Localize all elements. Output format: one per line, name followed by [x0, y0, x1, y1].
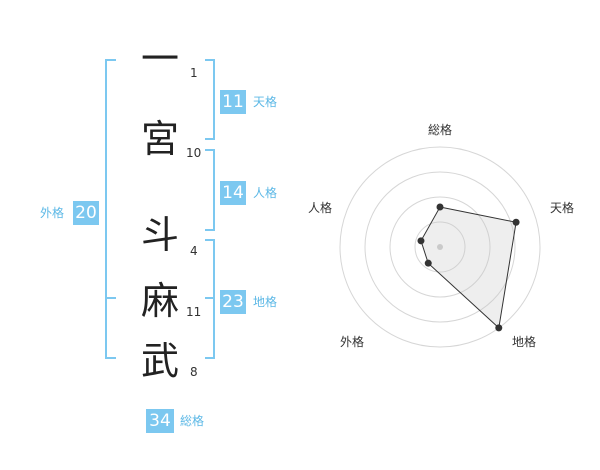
soukaku-value-badge: 34 [146, 409, 174, 433]
stroke-count-2: 10 [186, 146, 202, 160]
chikaku-value-badge: 23 [220, 290, 246, 314]
stroke-count-3: 4 [190, 244, 198, 258]
gaikaku-bracket [105, 59, 116, 359]
soukaku-label: 総格 [180, 414, 205, 428]
gaikaku-value-badge: 20 [73, 201, 99, 225]
radar-ring-1 [414, 221, 466, 273]
radar-label-gaikaku: 外格 [340, 335, 365, 349]
radar-point-4 [424, 259, 432, 267]
name-char-4: 麻 [140, 279, 179, 323]
jinkaku-bracket [205, 149, 215, 231]
stroke-count-5: 8 [190, 365, 198, 379]
name-char-1: 一 [140, 37, 179, 81]
stroke-count-1: 1 [190, 66, 198, 80]
radar-center [437, 244, 443, 250]
radar-ring-4 [339, 146, 541, 348]
radar-label-jinkaku: 人格 [308, 201, 333, 215]
jinkaku-label: 人格 [253, 186, 278, 200]
name-char-2: 宮 [140, 117, 179, 161]
radar-label-tenkaku: 天格 [550, 201, 575, 215]
radar-label-chikaku: 地格 [512, 335, 537, 349]
radar-ring-2 [389, 196, 491, 298]
chikaku-label: 地格 [253, 295, 278, 309]
radar-area [420, 206, 517, 329]
name-char-5: 武 [140, 339, 179, 383]
tenkaku-value-badge: 11 [220, 90, 246, 114]
stroke-count-4: 11 [186, 305, 202, 319]
tenkaku-label: 天格 [253, 95, 278, 109]
tenkaku-bracket [205, 59, 215, 140]
radar-point-2 [512, 218, 520, 226]
radar-chart [339, 146, 541, 348]
jinkaku-value-badge: 14 [220, 181, 246, 205]
name-char-3: 斗 [140, 213, 179, 257]
radar-point-5 [417, 237, 425, 245]
radar-point-3 [495, 324, 503, 332]
radar-label-soukaku: 総格 [428, 123, 453, 137]
radar-ring-3 [364, 171, 516, 323]
radar-point-1 [436, 203, 444, 211]
gaikaku-label: 外格 [40, 206, 65, 220]
